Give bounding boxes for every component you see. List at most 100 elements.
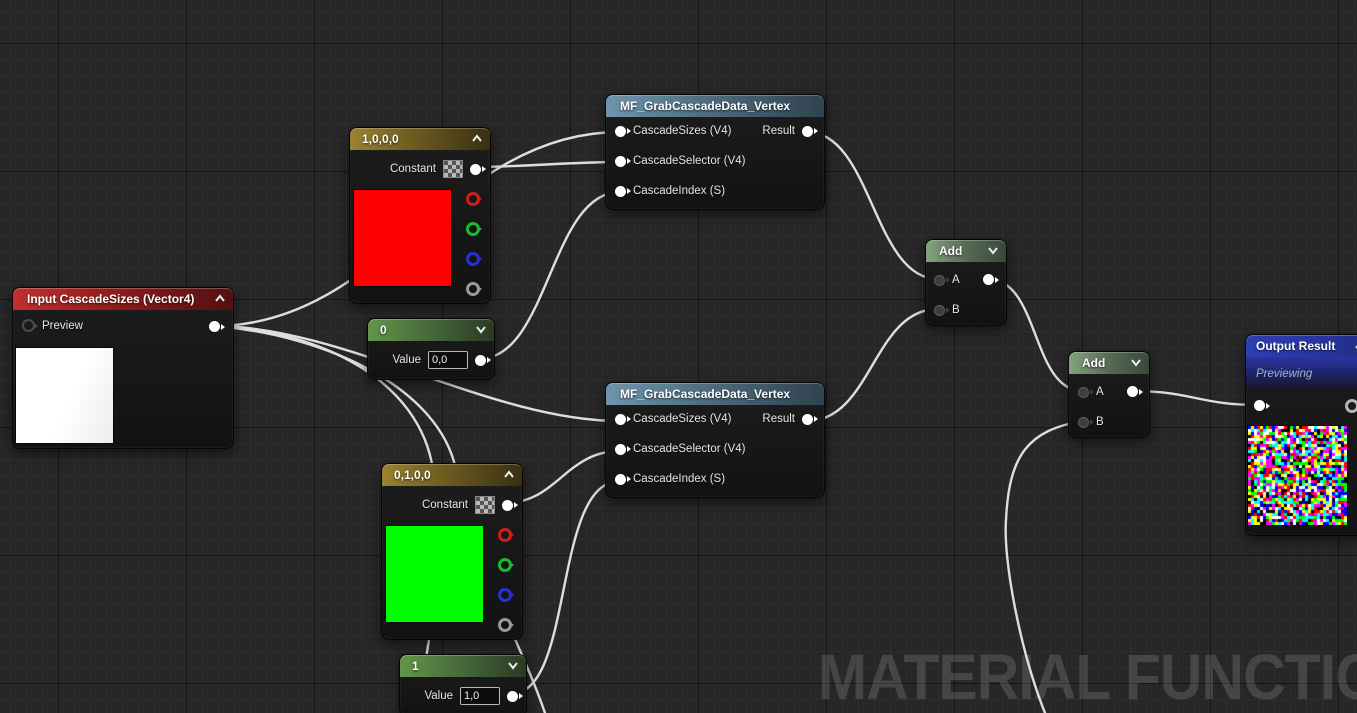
input-pin-row: CascadeSizes (V4) <box>615 413 731 425</box>
node-constant-green[interactable]: 0,1,0,0 Constant <box>381 463 523 640</box>
result-output-pin[interactable] <box>802 125 818 137</box>
constant-type-label: Constant <box>389 163 436 175</box>
wire-add2-to-output[interactable] <box>1130 389 1261 407</box>
green-channel-pin[interactable] <box>466 222 482 236</box>
result-output-pin[interactable] <box>802 413 818 425</box>
result-input-pin[interactable] <box>1254 400 1270 411</box>
output-pin[interactable] <box>475 354 491 366</box>
input-pin-row: CascadeSelector (V4) <box>615 155 746 167</box>
node-header[interactable]: Input CascadeSizes (Vector4) <box>13 288 233 310</box>
node-mf-grabcascadedata-top[interactable]: MF_GrabCascadeData_Vertex CascadeSizes (… <box>605 94 825 210</box>
pin-label: CascadeSelector (V4) <box>633 155 746 167</box>
pin-label: Preview <box>42 319 83 332</box>
wire-constred-to-mf-top-selector[interactable] <box>470 160 622 169</box>
b-input-pin[interactable] <box>934 304 950 316</box>
cascadesizes-input-pin[interactable] <box>615 125 631 137</box>
node-header[interactable]: 0 <box>368 319 494 341</box>
preview-input-pin[interactable] <box>22 319 38 332</box>
alpha-channel-pin[interactable] <box>466 282 482 296</box>
blue-channel-pin[interactable] <box>466 252 482 266</box>
value-label: Value <box>424 690 453 702</box>
cascadesizes-input-pin[interactable] <box>615 413 631 425</box>
previewing-banner: Previewing <box>1246 357 1357 391</box>
node-title: 0 <box>380 323 387 337</box>
node-input-cascadesizes[interactable]: Input CascadeSizes (Vector4) Preview <box>12 287 234 449</box>
wire-mf-top-to-add1-a[interactable] <box>805 130 940 281</box>
value-input[interactable] <box>428 351 468 369</box>
collapse-chevron-up-icon[interactable] <box>503 470 515 479</box>
value-row: Value <box>392 351 491 369</box>
checkerboard-icon <box>443 160 463 178</box>
red-channel-pin[interactable] <box>498 528 514 542</box>
wire-mf-bottom-to-add1-b[interactable] <box>805 307 940 423</box>
output-pin[interactable] <box>983 274 999 285</box>
collapse-chevron-down-icon[interactable] <box>507 661 519 670</box>
white-preview-thumbnail <box>16 348 113 443</box>
output-pin[interactable] <box>507 690 523 702</box>
blue-channel-pin[interactable] <box>498 588 514 602</box>
cascadeselector-input-pin[interactable] <box>615 443 631 455</box>
a-input-pin[interactable] <box>1078 386 1094 398</box>
pin-label: B <box>1096 416 1104 428</box>
node-scalar-one[interactable]: 1 Value <box>399 654 527 713</box>
node-add-second[interactable]: Add A B <box>1068 351 1150 438</box>
output-pin[interactable] <box>209 321 225 332</box>
input-pin-row: B <box>934 304 960 316</box>
pin-label: CascadeSizes (V4) <box>633 413 732 425</box>
red-channel-pin[interactable] <box>466 192 482 206</box>
a-input-pin[interactable] <box>934 274 950 286</box>
collapse-chevron-down-icon[interactable] <box>475 325 487 334</box>
rgba-output-pin[interactable] <box>470 163 486 175</box>
input-pin-row: A <box>934 274 960 286</box>
constant-row: Constant <box>422 496 518 514</box>
node-scalar-zero[interactable]: 0 Value <box>367 318 495 380</box>
checkerboard-icon <box>475 496 495 514</box>
collapse-chevron-down-icon[interactable] <box>987 246 999 255</box>
node-add-first[interactable]: Add A B <box>925 239 1007 326</box>
wire-scalar1-to-mf-bottom-index[interactable] <box>509 479 622 696</box>
collapse-chevron-up-icon[interactable] <box>214 294 226 303</box>
output-pin[interactable] <box>1345 399 1357 413</box>
output-pin[interactable] <box>1127 386 1143 397</box>
node-header[interactable]: MF_GrabCascadeData_Vertex <box>606 95 824 117</box>
input-pin-row: CascadeIndex (S) <box>615 185 725 197</box>
node-title: 1,0,0,0 <box>362 132 399 146</box>
preview-pin-row: Preview <box>22 319 83 332</box>
node-header[interactable]: MF_GrabCascadeData_Vertex <box>606 383 824 405</box>
node-header[interactable]: 1 <box>400 655 526 677</box>
cascadeselector-input-pin[interactable] <box>615 155 631 167</box>
node-title: 0,1,0,0 <box>394 468 431 482</box>
alpha-channel-pin[interactable] <box>498 618 514 632</box>
pin-label: CascadeSelector (V4) <box>633 443 746 455</box>
value-row: Value <box>424 687 523 705</box>
value-input[interactable] <box>460 687 500 705</box>
wire-scalar0-to-mf-top-index[interactable] <box>477 190 622 361</box>
green-channel-pin[interactable] <box>498 558 514 572</box>
node-title: Output Result <box>1256 339 1336 353</box>
output-pin-row: Result <box>762 413 818 425</box>
output-result-preview <box>1248 426 1347 525</box>
red-preview-thumbnail <box>354 190 451 286</box>
node-title: 1 <box>412 659 419 673</box>
cascadeindex-input-pin[interactable] <box>615 185 631 197</box>
rgba-output-pin[interactable] <box>502 499 518 511</box>
b-input-pin[interactable] <box>1078 416 1094 428</box>
node-header[interactable]: Add <box>926 240 1006 262</box>
node-header[interactable]: Output Result <box>1246 335 1357 357</box>
wire-offscreen-to-add2-b[interactable] <box>1004 419 1085 713</box>
pin-label: B <box>952 304 960 316</box>
node-header[interactable]: 0,1,0,0 <box>382 464 522 486</box>
node-mf-grabcascadedata-bottom[interactable]: MF_GrabCascadeData_Vertex CascadeSizes (… <box>605 382 825 498</box>
input-pin-row: CascadeIndex (S) <box>615 473 725 485</box>
node-header[interactable]: 1,0,0,0 <box>350 128 490 150</box>
material-function-watermark: MATERIAL FUNCTION <box>818 641 1357 713</box>
pin-label: CascadeIndex (S) <box>633 185 726 197</box>
pin-label: A <box>1096 386 1104 398</box>
collapse-chevron-up-icon[interactable] <box>471 134 483 143</box>
node-header[interactable]: Add <box>1069 352 1149 374</box>
cascadeindex-input-pin[interactable] <box>615 473 631 485</box>
node-constant-red[interactable]: 1,0,0,0 Constant <box>349 127 491 304</box>
node-output-result[interactable]: Output Result Previewing <box>1245 334 1357 536</box>
collapse-chevron-down-icon[interactable] <box>1130 358 1142 367</box>
